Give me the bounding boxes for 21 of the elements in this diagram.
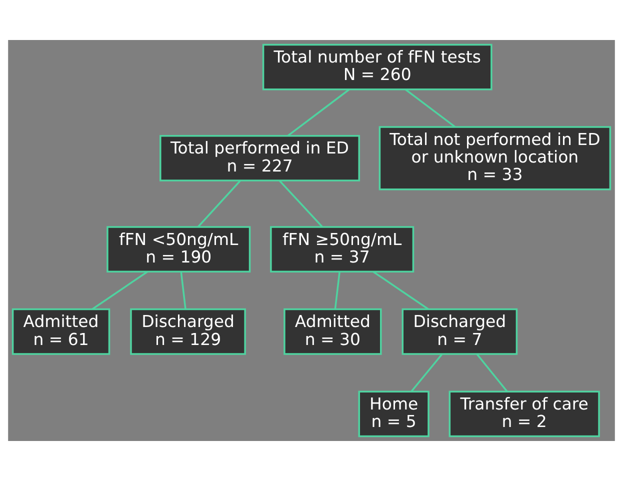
connector <box>410 354 443 392</box>
connector <box>197 180 241 228</box>
node-box: Admitted n = 61 <box>12 308 110 355</box>
node-box: Discharged n = 129 <box>130 308 246 355</box>
connector <box>476 354 508 392</box>
node-box: Total not performed in ED or unknown location n = 33 <box>378 126 612 190</box>
node-box: fFN <50ng/mL n = 190 <box>106 226 251 273</box>
node-box: Discharged n = 7 <box>402 308 518 355</box>
connector <box>334 272 340 310</box>
connector <box>288 88 350 136</box>
connector <box>180 272 186 310</box>
node-box: Total number of fFN tests N = 260 <box>262 44 492 90</box>
node-box: Total performed in ED n = 227 <box>160 134 360 182</box>
connector <box>279 180 323 228</box>
node-box: fFN ≥50ng/mL n = 37 <box>270 226 414 273</box>
node-box: Admitted n = 30 <box>284 308 382 355</box>
connector <box>372 270 429 310</box>
connector <box>92 270 148 310</box>
node-box: Home n = 5 <box>358 390 430 438</box>
connector <box>404 88 456 128</box>
node-box: Transfer of care n = 2 <box>448 390 600 438</box>
